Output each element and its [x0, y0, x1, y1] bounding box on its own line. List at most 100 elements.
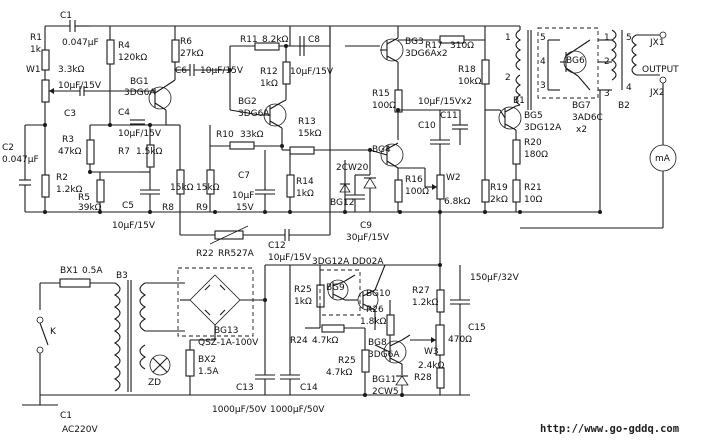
label-R24-value: 4.7kΩ	[312, 336, 339, 346]
label-R1: R1	[30, 33, 42, 43]
label-BG10: BG10	[366, 289, 391, 299]
label-R14-value: 1kΩ	[296, 189, 314, 199]
label-C8: C8	[308, 35, 320, 45]
label-R19: R19	[490, 183, 508, 193]
label-BG9: BG9	[326, 283, 345, 293]
label-R21: R21	[524, 183, 542, 193]
top-rail	[44, 20, 520, 52]
label-JX2: JX2	[649, 88, 665, 98]
resistor-R5	[96, 179, 105, 203]
label-R3: R3	[62, 135, 74, 145]
label-R10: R10	[216, 130, 234, 140]
label-R25-top: R25	[294, 285, 312, 295]
label-BG6-pin4: 4	[540, 57, 546, 67]
label-R7: R7	[118, 147, 130, 157]
label-C15-value: 150μF/32V	[470, 273, 520, 283]
label-QSZ: QSZ-1A-100V	[198, 338, 259, 348]
resistor-R20	[512, 139, 521, 165]
label-ZD: ZD	[148, 378, 161, 388]
resistor-R26	[386, 314, 395, 336]
label-R20: R20	[524, 138, 542, 148]
label-R5-value: 39kΩ	[78, 203, 102, 213]
label-R15-value: 100Ω	[372, 101, 396, 111]
pot-W1	[41, 79, 50, 103]
label-W1-value: 3.3kΩ	[58, 65, 85, 75]
label-R13: R13	[298, 117, 316, 127]
label-W2-value: 6.8kΩ	[444, 197, 471, 207]
label-K: K	[50, 327, 57, 337]
resistor-R16	[394, 179, 403, 203]
label-R18-value: 10kΩ	[458, 77, 482, 87]
label-C14-value: 1000μF/50V	[270, 405, 325, 415]
label-B3: B3	[116, 271, 128, 281]
label-BG11: BG11	[372, 375, 396, 385]
label-W1: W1	[26, 65, 41, 75]
label-BG5-value: 3DG12A	[524, 123, 562, 133]
label-R21-value: 10Ω	[524, 195, 542, 205]
feedback-network	[179, 26, 331, 245]
resistor-R2	[41, 174, 50, 198]
input-section	[19, 49, 150, 212]
label-B1-pin1: 1	[505, 33, 511, 43]
label-C15: C15	[468, 323, 486, 333]
label-R14: R14	[296, 177, 314, 187]
label-R16-value: 100Ω	[405, 187, 429, 197]
ground-rail	[25, 210, 600, 214]
label-C12-value: 10μF/15V	[268, 253, 312, 263]
label-R28: R28	[414, 373, 432, 383]
label-BG8: BG8	[368, 338, 387, 348]
label-R9-value: 15kΩ	[196, 183, 220, 193]
label-R7-value: 1.5kΩ	[136, 147, 163, 157]
label-2CW20: 2CW20	[336, 163, 369, 173]
label-BG2: BG2	[238, 97, 257, 107]
label-DD02A: DD02A	[352, 257, 384, 267]
label-B1: B1	[513, 96, 525, 106]
label-BG9-value: 3DG12A	[312, 257, 350, 267]
label-R25: R25	[338, 356, 356, 366]
stage-bg5	[481, 26, 532, 212]
stage-bg3	[329, 26, 485, 212]
label-R10-value: 33kΩ	[240, 130, 264, 140]
label-R26-value: 1.8kΩ	[360, 317, 387, 327]
fuse-BX2	[185, 349, 195, 377]
resistor-R18	[481, 59, 490, 85]
label-R11-value: 8.2kΩ	[262, 35, 289, 45]
label-BG13: BG13	[214, 326, 238, 336]
label-C2-value: 0.047μF	[2, 155, 39, 165]
label-BX1: BX1	[60, 266, 78, 276]
label-BG6-pin2: 2	[604, 57, 610, 67]
resistor-R14	[286, 174, 295, 198]
label-R24: R24	[290, 336, 308, 346]
label-R1-value: 1k	[30, 45, 42, 55]
label-C13-value: 1000μF/50V	[212, 405, 267, 415]
resistor-R13	[289, 146, 315, 155]
label-C2: C2	[2, 143, 14, 153]
label-C7: C7	[238, 171, 250, 181]
label-C12: C12	[268, 241, 286, 251]
resistor-R25-1k	[316, 284, 325, 308]
label-R16: R16	[405, 175, 423, 185]
label-R6-value: 27kΩ	[180, 49, 204, 59]
label-R25-value: 4.7kΩ	[326, 368, 353, 378]
resistor-R12	[282, 61, 291, 85]
pot-W2	[436, 174, 445, 200]
label-BG6-pin5: 5	[540, 33, 546, 43]
label-W2: W2	[446, 173, 461, 183]
label-R5: R5	[78, 193, 90, 203]
label-R22-value: RR527A	[218, 249, 255, 259]
fuse-BX1	[59, 278, 91, 288]
label-W3: W3	[424, 347, 439, 357]
label-R15: R15	[372, 89, 390, 99]
label-W3-value: 470Ω	[448, 335, 472, 345]
label-R20-value: 180Ω	[524, 150, 548, 160]
label-R18: R18	[458, 65, 476, 75]
label-R6: R6	[180, 37, 192, 47]
label-C9: C9	[360, 221, 372, 231]
stage-bg2	[206, 26, 370, 212]
label-R12: R12	[260, 67, 278, 77]
label-OUTPUT: OUTPUT	[642, 65, 679, 75]
label-C9-value: 30μF/15V	[346, 233, 390, 243]
power-supply	[22, 264, 320, 406]
label-C11-value: 10μF/15Vx2	[418, 97, 472, 107]
